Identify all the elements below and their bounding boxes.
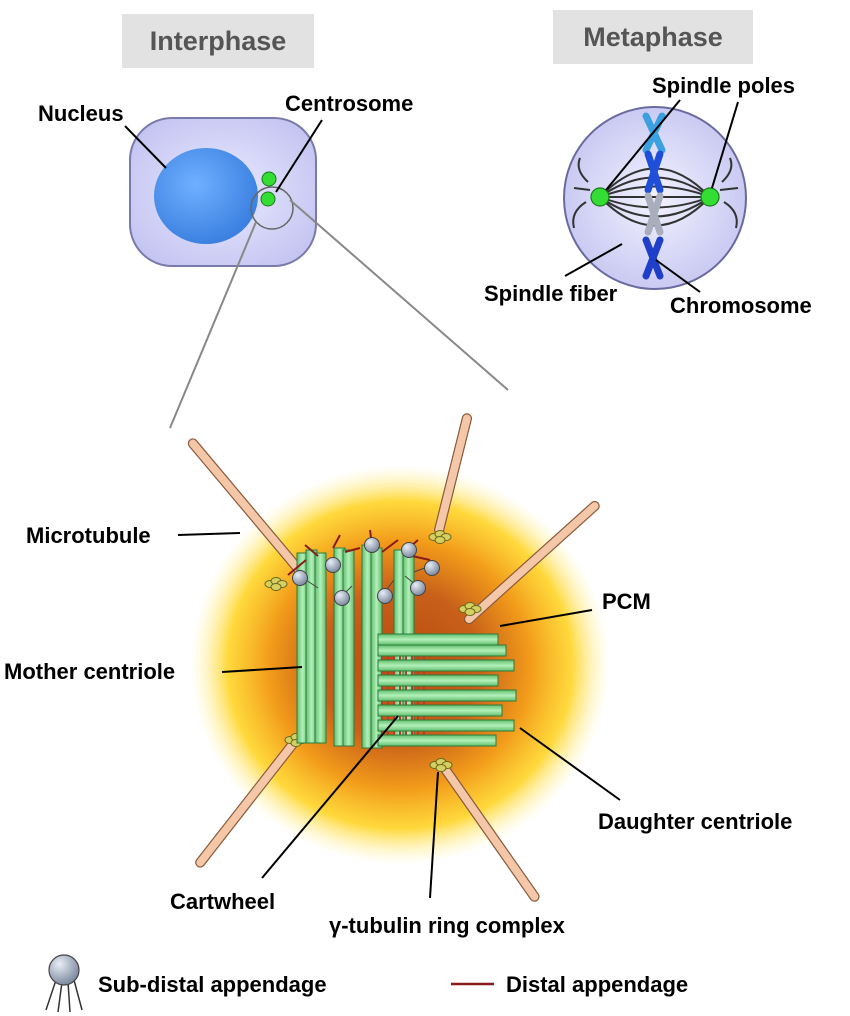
chromosome-label: Chromosome xyxy=(670,293,812,318)
daughter-centriole-label: Daughter centriole xyxy=(598,809,792,834)
zoom-line-right xyxy=(289,199,509,391)
metaphase-title: Metaphase xyxy=(583,22,723,52)
chromosome-leader xyxy=(655,259,701,293)
centrosome-label: Centrosome xyxy=(285,91,413,116)
spindle-fiber-label: Spindle fiber xyxy=(484,281,618,306)
daughter-centriole-leader xyxy=(519,727,621,801)
cartwheel-leader xyxy=(261,715,399,879)
spindle-poles-leader-left xyxy=(605,99,681,191)
legend-sub-distal-label: Sub-distal appendage xyxy=(98,972,327,997)
daughter-centriole xyxy=(377,633,517,747)
microtubule-label: Microtubule xyxy=(26,523,151,548)
centriole-dot-bottom xyxy=(260,191,276,207)
interphase-title-box xyxy=(122,14,314,68)
gamma-tubulin-label: γ-tubulin ring complex xyxy=(329,913,566,938)
centriole-dot-top xyxy=(261,171,277,187)
mother-centriole-label: Mother centriole xyxy=(4,659,175,684)
pcm-label: PCM xyxy=(602,589,651,614)
nucleus-label: Nucleus xyxy=(38,101,124,126)
microtubules xyxy=(187,413,600,902)
pcm-leader xyxy=(499,609,593,627)
chromosomes xyxy=(642,112,666,280)
nucleus xyxy=(154,148,258,244)
spindle-poles-label: Spindle poles xyxy=(652,73,795,98)
centrosome-circle xyxy=(250,186,294,230)
spindle-pole-left xyxy=(590,187,610,207)
microtubule-leader xyxy=(177,532,241,536)
zoom-line-left xyxy=(169,221,257,429)
cartwheel-label: Cartwheel xyxy=(170,889,275,914)
legend-sub-distal-icon xyxy=(45,954,83,1013)
centrosome-leader xyxy=(275,119,323,193)
spindle-fiber-leader xyxy=(564,243,623,277)
legend-distal-label: Distal appendage xyxy=(506,972,688,997)
nucleus-leader xyxy=(124,125,167,169)
microtubule-3 xyxy=(463,500,600,625)
sub-distal-appendages xyxy=(292,537,440,606)
gamma-tubulin-rings xyxy=(264,530,482,772)
spindle-poles-leader-right xyxy=(711,101,739,189)
gamma-tubulin-leader xyxy=(429,771,439,899)
mother-centriole-leader xyxy=(221,666,303,673)
spindle-pole-right xyxy=(700,187,720,207)
metaphase-title-box xyxy=(553,10,753,64)
interphase-title: Interphase xyxy=(150,26,287,56)
